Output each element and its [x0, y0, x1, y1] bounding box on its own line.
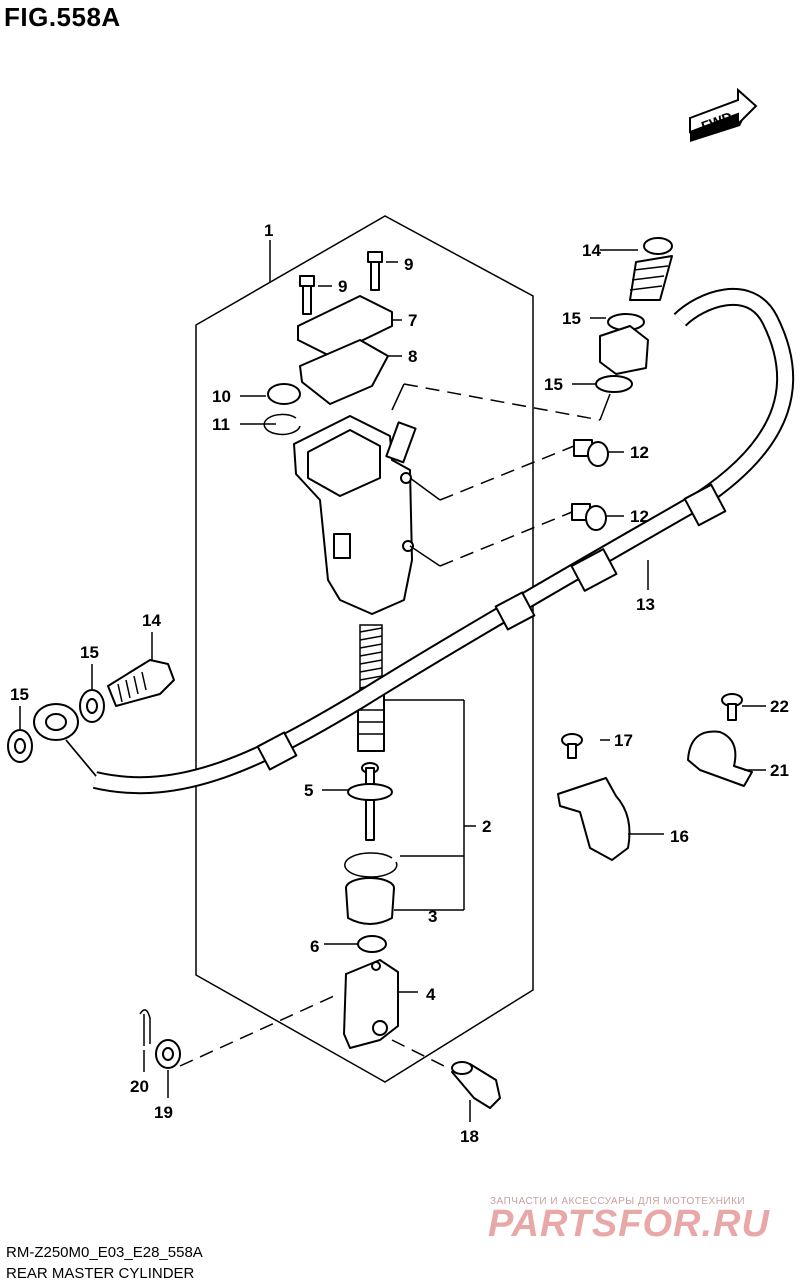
callout-21: 21 — [770, 761, 789, 780]
callout-3: 3 — [428, 907, 437, 926]
callout-13: 13 — [636, 595, 655, 614]
callout-9-left: 9 — [338, 277, 347, 296]
callout-6: 6 — [310, 937, 319, 956]
hose-clamp — [687, 730, 753, 787]
lock-nut — [357, 935, 387, 953]
brake-hose — [92, 287, 795, 795]
push-rod — [347, 762, 393, 841]
diagram-code: RM-Z250M0_E03_E28_558A — [6, 1244, 203, 1261]
clevis-joint — [343, 959, 399, 1049]
callout-15-lower-b: 15 — [10, 685, 29, 704]
master-cylinder-body — [293, 415, 417, 615]
clevis-pin — [451, 1061, 501, 1109]
callout-15-lower-a: 15 — [80, 643, 99, 662]
lower-banjo — [33, 703, 97, 777]
reservoir-cap — [297, 295, 393, 357]
callout-12-upper: 12 — [630, 443, 649, 462]
callout-labels: 1 9 9 7 8 10 11 14 15 15 12 12 13 14 15 … — [10, 221, 789, 1146]
callout-15-upper-b: 15 — [544, 375, 563, 394]
callout-1: 1 — [264, 221, 273, 240]
circlip-top — [263, 413, 301, 436]
lower-banjo-bolt — [107, 659, 175, 707]
callout-10: 10 — [212, 387, 231, 406]
callout-5: 5 — [304, 781, 313, 800]
callout-8: 8 — [408, 347, 417, 366]
assembly-outline — [195, 215, 534, 1083]
float — [267, 383, 301, 405]
fwd-arrow-icon: FWD — [689, 87, 758, 142]
callout-17: 17 — [614, 731, 633, 750]
callout-2: 2 — [482, 817, 491, 836]
callout-9-right: 9 — [404, 255, 413, 274]
watermark-tagline: ЗАПЧАСТИ И АКСЕССУАРЫ ДЛЯ МОТОТЕХНИКИ — [490, 1196, 746, 1207]
callout-16: 16 — [670, 827, 689, 846]
screw-22 — [721, 693, 743, 721]
watermark-brand: PARTSFOR.RU — [488, 1203, 770, 1245]
callout-4: 4 — [426, 985, 436, 1004]
diaphragm — [299, 339, 389, 405]
upper-washer-b — [595, 375, 633, 393]
cap-screw-left — [299, 275, 315, 315]
callout-11: 11 — [212, 415, 230, 434]
cap-screw-right — [367, 251, 383, 291]
callout-18: 18 — [460, 1127, 479, 1146]
callout-7: 7 — [408, 311, 417, 330]
leader-lines — [19, 240, 766, 1122]
dust-boot — [345, 877, 395, 925]
callout-14-upper: 14 — [582, 241, 601, 260]
figure-title: FIG.558A — [4, 2, 121, 32]
diagram-name: REAR MASTER CYLINDER — [6, 1265, 195, 1282]
callout-15-upper-a: 15 — [562, 309, 581, 328]
callout-14-lower: 14 — [142, 611, 161, 630]
callout-22: 22 — [770, 697, 789, 716]
callout-20: 20 — [130, 1077, 149, 1096]
upper-banjo — [599, 325, 649, 375]
mount-bolt-lower — [571, 503, 607, 531]
callout-19: 19 — [154, 1103, 173, 1122]
hose-guide — [557, 777, 631, 861]
upper-banjo-bolt — [629, 237, 673, 301]
cotter-pin — [139, 1009, 151, 1046]
screw-17 — [561, 733, 583, 759]
circlip-lower — [344, 852, 398, 878]
mount-bolt-upper — [573, 439, 609, 467]
callout-12-lower: 12 — [630, 507, 649, 526]
